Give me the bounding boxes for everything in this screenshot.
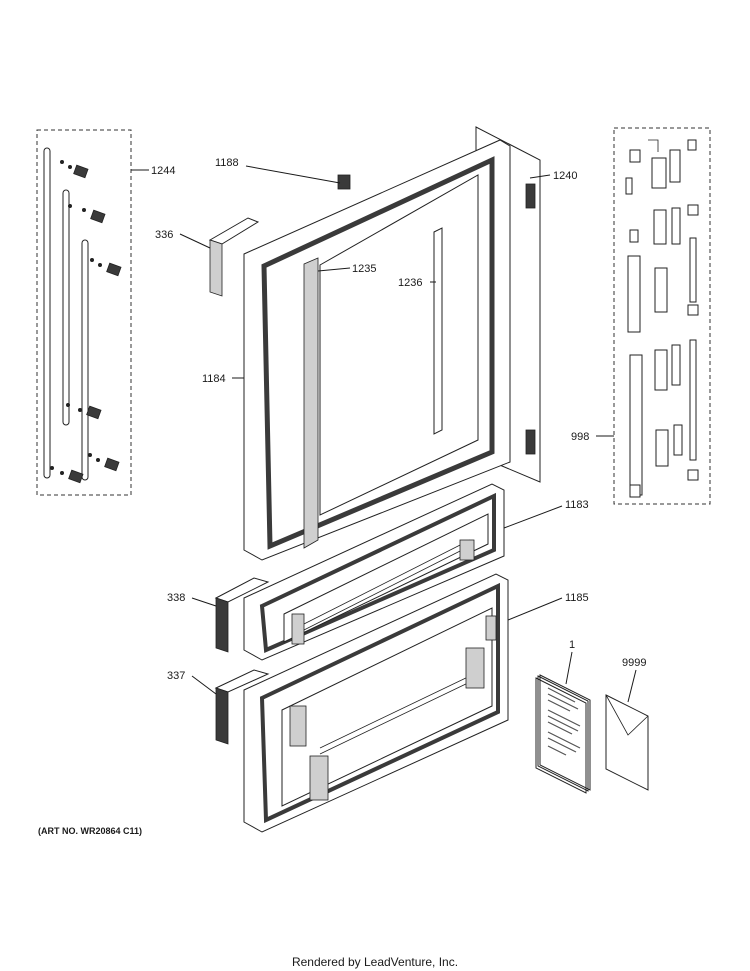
middle-drawer-bracket-right: [459, 539, 475, 561]
clip-1188: [337, 174, 351, 190]
upper-door-gasket: [261, 156, 495, 550]
callout-1184: 1184: [202, 373, 226, 385]
callout-1235: 1235: [352, 263, 376, 275]
literature-manual[interactable]: 1: [535, 639, 591, 794]
end-cap-338[interactable]: 338: [167, 577, 270, 653]
hinge-kit-parts: [625, 139, 699, 498]
handle-tube-1: [43, 147, 51, 479]
manual-text-lines: [547, 687, 581, 756]
end-cap-336[interactable]: 336: [155, 217, 260, 297]
lower-drawer-inner: [281, 607, 493, 807]
callout-1183: 1183: [565, 499, 589, 511]
lower-drawer-assembly[interactable]: 1185: [243, 573, 589, 833]
handle-kit-group[interactable]: 1244: [36, 129, 175, 496]
hinge-kit-box: [613, 127, 711, 505]
middle-drawer-bracket-left: [291, 613, 305, 645]
middle-drawer-assembly[interactable]: 1183: [243, 483, 589, 661]
art-number: (ART NO. WR20864 C11): [38, 826, 142, 836]
lower-drawer-bracket-left: [289, 705, 307, 747]
envelope-9999[interactable]: 9999: [605, 657, 649, 791]
hinge-kit-group[interactable]: 998: [571, 127, 711, 505]
callout-336: 336: [155, 229, 173, 241]
handle-tube-3: [81, 239, 89, 481]
callout-1188: 1188: [215, 157, 239, 169]
handle-tube-2: [62, 189, 70, 426]
middle-drawer-gasket: [259, 492, 496, 653]
breaker-strip: [303, 257, 319, 549]
callout-1236: 1236: [398, 277, 422, 289]
upper-door-assembly[interactable]: [243, 126, 541, 561]
handle-kit-box: [36, 129, 132, 496]
callout-9999: 9999: [622, 657, 646, 669]
callout-998: 998: [571, 431, 589, 443]
handle-posts: [50, 160, 122, 484]
callout-337: 337: [167, 670, 185, 682]
callout-1185: 1185: [565, 592, 589, 604]
callout-1: 1: [569, 639, 575, 651]
lower-drawer-bracket-right: [465, 647, 485, 689]
door-trim-1236: [433, 227, 443, 435]
liner-hinge-bottom: [525, 429, 536, 455]
footer-credit: Rendered by LeadVenture, Inc.: [292, 955, 458, 969]
end-cap-337[interactable]: 337: [167, 669, 270, 745]
lower-drawer-bracket-left-low: [309, 755, 329, 801]
middle-drawer-inner: [283, 513, 489, 643]
lower-drawer-gasket: [259, 582, 500, 824]
liner-hinge-top: [525, 183, 536, 209]
callout-338: 338: [167, 592, 185, 604]
callout-1240: 1240: [553, 170, 577, 182]
lower-drawer-bracket-right-top: [485, 615, 497, 641]
callout-1244: 1244: [151, 165, 175, 177]
